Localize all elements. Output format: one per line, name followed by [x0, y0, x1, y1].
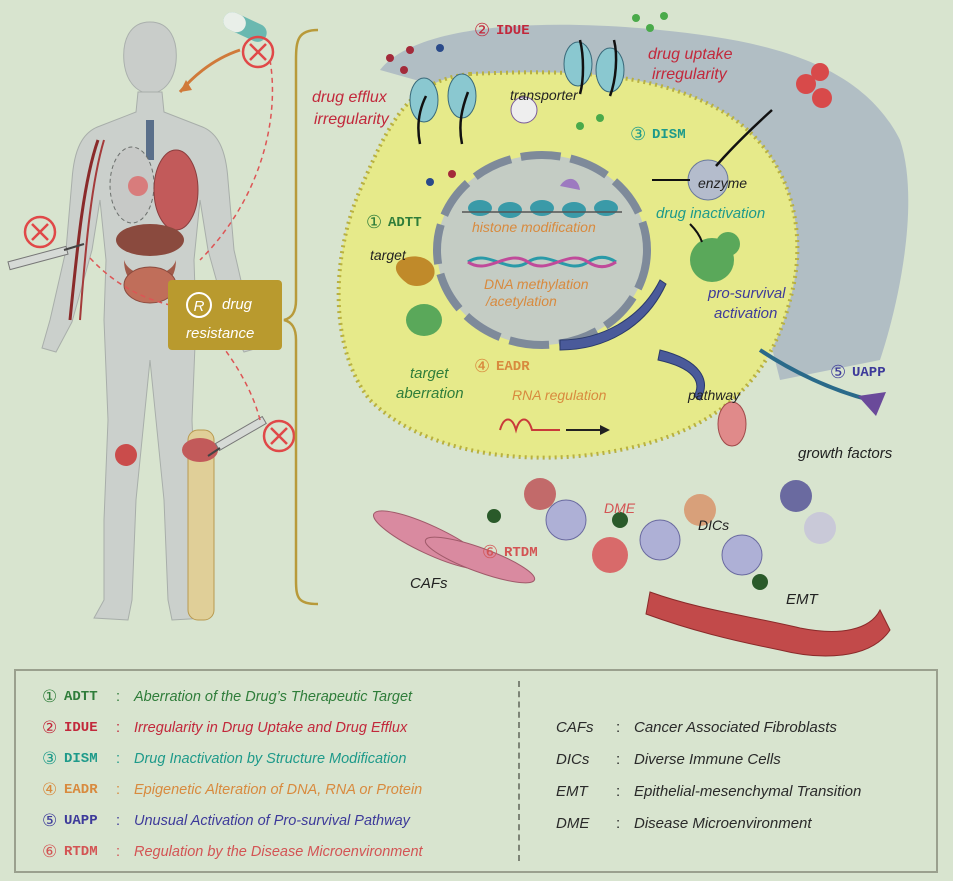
- legend-abbreviations: CAFs : Cancer Associated Fibroblasts DIC…: [556, 711, 926, 839]
- legend-abbr: DME: [556, 814, 590, 832]
- legend-row-idue: ② IDUE : Irregularity in Drug Uptake and…: [42, 717, 408, 737]
- legend-desc: Drug Inactivation by Structure Modificat…: [134, 750, 407, 767]
- transporter-label: transporter: [510, 87, 579, 103]
- mitochondrion: [717, 401, 747, 447]
- enzyme-label: enzyme: [698, 175, 747, 191]
- rtdm-code: RTDM: [504, 545, 538, 561]
- legend-code: ADTT: [64, 688, 98, 705]
- rtdm-number: ⑥: [482, 542, 498, 563]
- legend-number: ④: [42, 779, 58, 799]
- cafs-label: CAFs: [410, 575, 448, 592]
- legend-row-rtdm: ⑥ RTDM : Regulation by the Disease Micro…: [42, 841, 423, 861]
- rna-strand: [499, 418, 560, 434]
- legend-abbr-row: DICs : Diverse Immune Cells: [556, 750, 781, 768]
- idue-code: IDUE: [496, 23, 530, 39]
- legend-number: ⑤: [42, 810, 58, 830]
- legend-abbr-desc: Cancer Associated Fibroblasts: [634, 718, 837, 736]
- dna-label-2: /acetylation: [485, 293, 557, 309]
- organs: [109, 120, 199, 304]
- dna-label-1: DNA methylation: [484, 276, 589, 292]
- legend-number: ②: [42, 717, 58, 737]
- legend-abbr: CAFs: [556, 718, 594, 736]
- resistance-badge-letter: R: [194, 298, 205, 315]
- legend-row-eadr: ④ EADR : Epigenetic Alteration of DNA, R…: [42, 779, 423, 799]
- drug-resistance-box: [168, 280, 282, 350]
- legend-number: ①: [42, 686, 58, 706]
- bracket: [283, 28, 319, 606]
- legend-box: ① ADTT : Aberration of the Drug’s Therap…: [14, 669, 938, 873]
- uptake-label-2: irregularity: [652, 66, 728, 83]
- legend-desc: Regulation by the Disease Microenvironme…: [134, 843, 423, 860]
- uptake-label-1: drug uptake: [648, 46, 733, 63]
- drug-molecules: [386, 12, 668, 186]
- pro-survival-label-1: pro-survival: [707, 285, 786, 302]
- legend-desc: Irregularity in Drug Uptake and Drug Eff…: [134, 719, 408, 736]
- legend-desc: Unusual Activation of Pro-survival Pathw…: [134, 812, 410, 829]
- target-protein: [395, 256, 435, 287]
- legend-number: ③: [42, 748, 58, 768]
- legend-row-dism: ③ DISM : Drug Inactivation by Structure …: [42, 748, 407, 768]
- dism-code: DISM: [652, 127, 686, 143]
- eadr-number: ④: [474, 356, 490, 377]
- efflux-label-2: irregularity: [314, 111, 390, 128]
- histone-beads: [462, 178, 622, 218]
- resistance-label-line2: resistance: [186, 325, 254, 342]
- nucleus: [433, 151, 651, 349]
- growth-factors-label: growth factors: [798, 445, 893, 462]
- microenvironment-cells: [372, 478, 836, 590]
- uapp-code: UAPP: [852, 365, 886, 381]
- legend-number: ⑥: [42, 841, 58, 861]
- drug-resistance-diagram: R drug resistance: [7, 12, 909, 657]
- dics-label: DICs: [698, 517, 729, 533]
- legend-row-uapp: ⑤ UAPP : Unusual Activation of Pro-survi…: [42, 810, 410, 830]
- rna-label: RNA regulation: [512, 387, 607, 403]
- legend-code: RTDM: [64, 843, 98, 860]
- legend-abbr: DICs: [556, 750, 590, 768]
- legend-abbr-desc: Disease Microenvironment: [634, 814, 812, 832]
- dme-label: DME: [604, 500, 636, 516]
- legend-abbr-row: EMT : Epithelial-mesenchymal Transition: [556, 782, 862, 800]
- legend-abbr-desc: Diverse Immune Cells: [634, 750, 781, 768]
- pro-survival-label-2: activation: [714, 305, 777, 322]
- golgi-er: [559, 279, 705, 401]
- adtt-code: ADTT: [388, 215, 422, 231]
- dism-number: ③: [630, 124, 646, 145]
- eadr-code: EADR: [496, 359, 530, 375]
- legend-row-adtt: ① ADTT : Aberration of the Drug’s Therap…: [42, 686, 413, 706]
- emt-label: EMT: [786, 591, 820, 608]
- legend-mechanisms: ① ADTT : Aberration of the Drug’s Therap…: [42, 681, 502, 867]
- legend-code: EADR: [64, 781, 98, 798]
- prohibited-icon: [23, 35, 296, 453]
- legend-desc: Epigenetic Alteration of DNA, RNA or Pro…: [134, 781, 423, 798]
- legend-divider: [518, 681, 520, 861]
- adtt-number: ①: [366, 212, 382, 233]
- legend-desc: Aberration of the Drug’s Therapeutic Tar…: [134, 688, 413, 705]
- uapp-number: ⑤: [830, 362, 846, 383]
- target-label: target: [370, 247, 407, 263]
- legend-code: DISM: [64, 750, 98, 767]
- target-aberration-label-1: target: [410, 365, 449, 382]
- pill-capsule-icon: [223, 12, 267, 42]
- syringe-icon: [7, 243, 267, 457]
- histone-label: histone modification: [472, 219, 596, 235]
- legend-code: UAPP: [64, 812, 98, 829]
- idue-number: ②: [474, 20, 490, 41]
- tablet-icon: [796, 63, 832, 108]
- efflux-label-1: drug efflux: [312, 89, 388, 106]
- legend-code: IDUE: [64, 719, 98, 736]
- arm-vessel: [68, 139, 100, 321]
- legend-abbr-desc: Epithelial-mesenchymal Transition: [634, 782, 862, 800]
- human-body-icon: [41, 21, 259, 621]
- legend-abbr: EMT: [556, 782, 588, 800]
- resistance-label-line1: drug: [222, 296, 253, 313]
- legend-abbr-row: DME : Disease Microenvironment: [556, 814, 812, 832]
- drug-inactivation-label: drug inactivation: [656, 205, 765, 222]
- resistance-badge-icon: [186, 292, 212, 318]
- target-aberration-label-2: aberration: [396, 385, 464, 402]
- receptor-icon: [758, 348, 886, 416]
- blood-vessel-icon: [645, 591, 891, 657]
- pathway-label: pathway: [687, 387, 741, 403]
- legend-abbr-row: CAFs : Cancer Associated Fibroblasts: [556, 718, 837, 736]
